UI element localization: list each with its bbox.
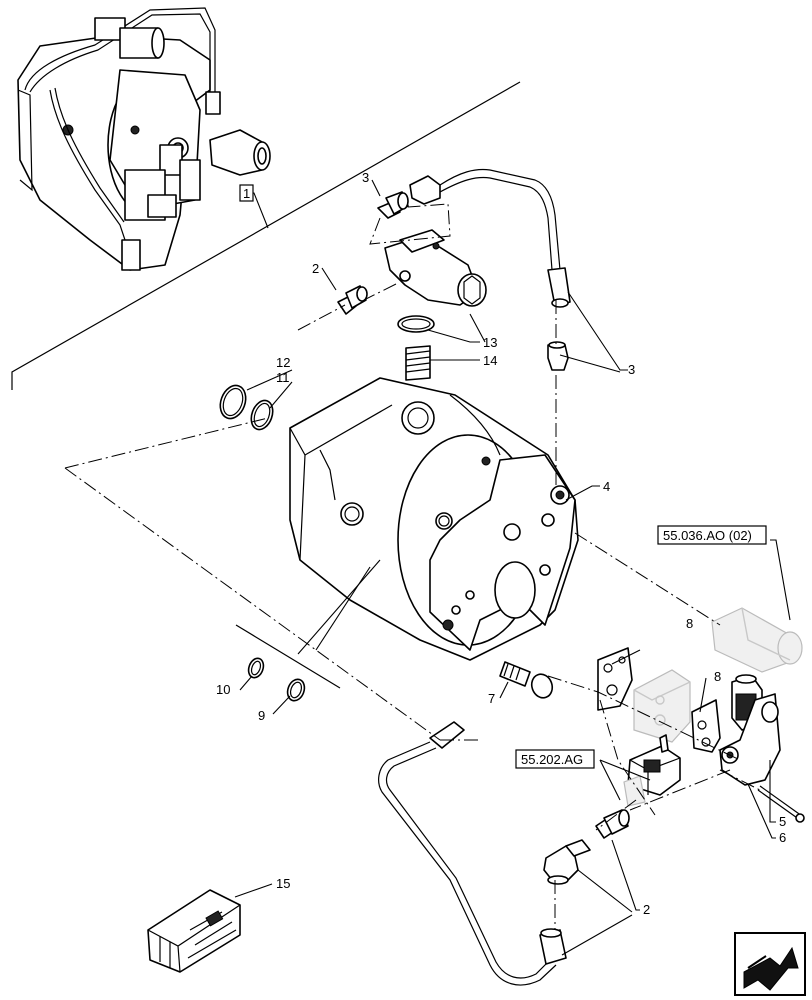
center-lines (64, 203, 761, 930)
bolt-7 (499, 661, 554, 699)
check-fitting-top (377, 191, 409, 219)
callout-15: 15 (276, 876, 290, 891)
callout-10: 10 (216, 682, 230, 697)
next-page-arrow-icon[interactable] (734, 932, 806, 996)
callout-2-top: 2 (312, 261, 319, 276)
callout-13: 13 (483, 335, 497, 350)
callout-5: 5 (779, 814, 786, 829)
main-pump-body (289, 377, 579, 661)
reference-block-label[interactable]: 55.202.AG (521, 752, 583, 767)
gasket-8a (597, 647, 633, 711)
solenoid-valve (719, 674, 805, 823)
inset-pump-assembly (17, 7, 271, 271)
tube-assembly-right (409, 168, 571, 371)
callout-11: 11 (276, 370, 290, 385)
o-rings-9-10 (247, 657, 306, 702)
callout-6: 6 (779, 830, 786, 845)
elbow-fitting (543, 839, 591, 885)
leader-lines (234, 179, 791, 956)
callout-9: 9 (258, 708, 265, 723)
callout-12: 12 (276, 355, 290, 370)
reference-valve-label[interactable]: 55.036.AO (02) (663, 528, 752, 543)
callout-1: 1 (243, 186, 250, 201)
callout-8-a: 8 (686, 616, 693, 631)
callout-7: 7 (488, 691, 495, 706)
callout-labels: 1 3 2 13 14 3 12 11 4 8 8 7 10 9 5 6 2 1… (216, 170, 786, 917)
callout-8-b: 8 (714, 669, 721, 684)
fitting-bottom (595, 809, 630, 839)
callout-14: 14 (483, 353, 497, 368)
gasket-8b (691, 699, 721, 753)
callout-2-bottom: 2 (643, 902, 650, 917)
spring-14 (405, 345, 431, 381)
adapter-block-grey (633, 669, 691, 743)
section-line (235, 624, 341, 689)
reference-block-link[interactable]: 55.202.AG (515, 749, 595, 769)
inset-divider-line (11, 81, 521, 390)
valve-cartridge (384, 229, 487, 307)
callout-3-right: 3 (628, 362, 635, 377)
callout-box-1 (239, 184, 254, 202)
tube-assembly-bottom (378, 721, 567, 986)
callout-3-top: 3 (362, 170, 369, 185)
o-rings-11-12 (219, 384, 274, 431)
fitting-top (337, 285, 368, 315)
callout-4: 4 (603, 479, 610, 494)
reference-valve-grey (711, 607, 803, 673)
kit-crate-15 (147, 889, 241, 973)
valve-block-small (623, 734, 681, 807)
reference-valve-link[interactable]: 55.036.AO (02) (657, 525, 767, 545)
